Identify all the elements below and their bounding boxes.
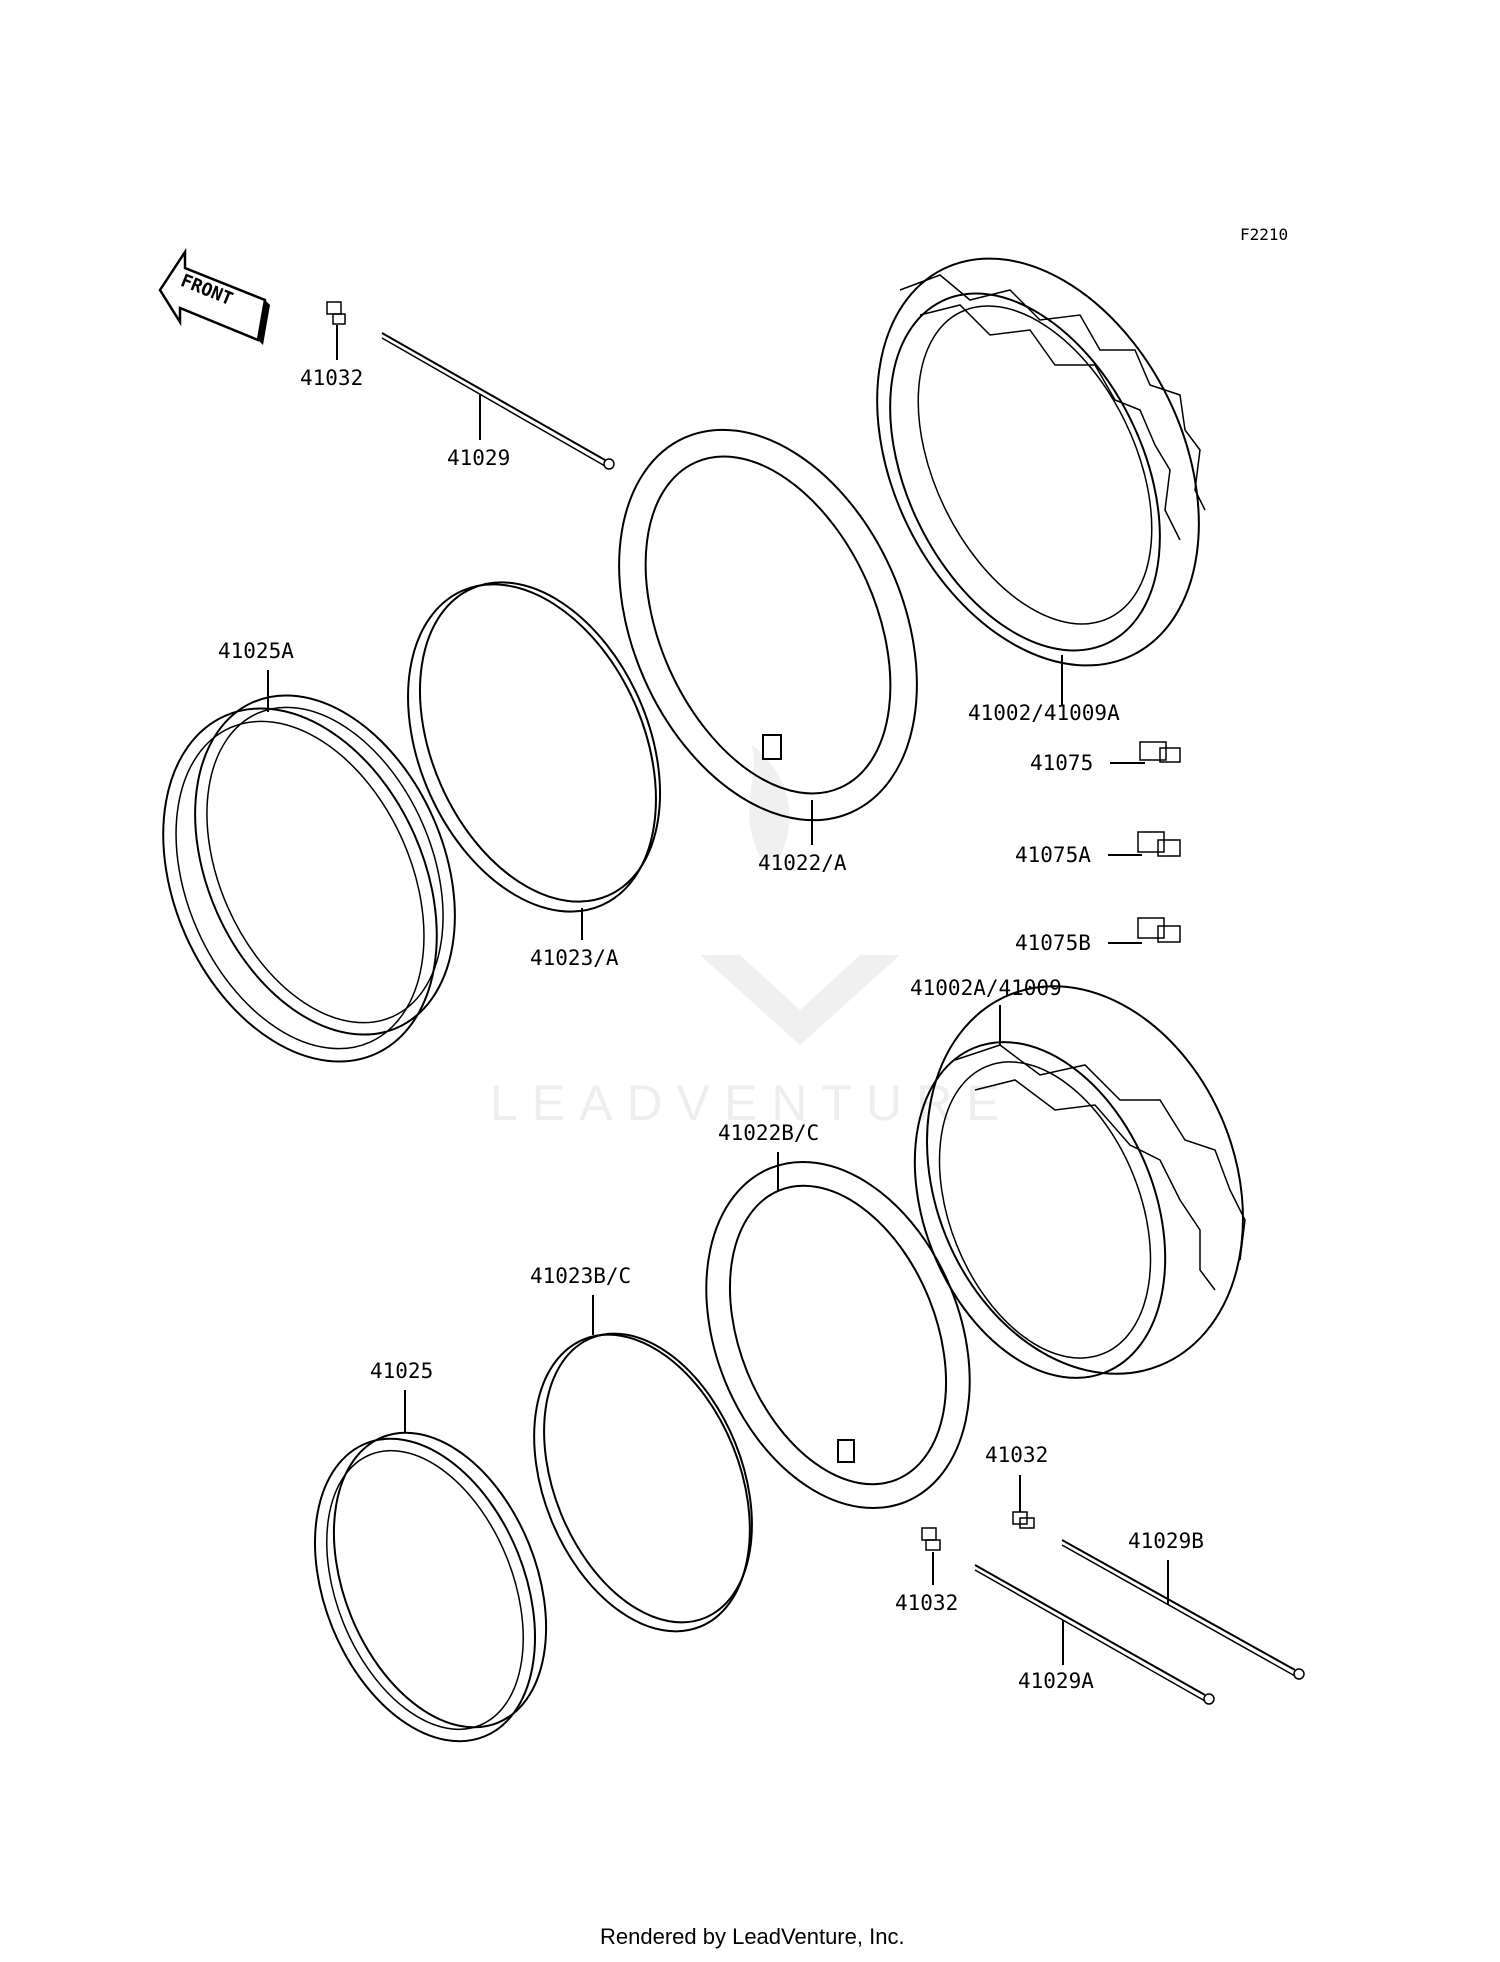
rear-rim — [314, 1390, 548, 1743]
watermark: LEADVENTURE — [490, 745, 1014, 1131]
part-label-41025A: 41025A — [218, 639, 294, 663]
valve-stem-icon — [326, 301, 346, 360]
valve-stem-icon — [1012, 1475, 1035, 1529]
valve-stem-icon — [921, 1527, 941, 1585]
part-label-41032-right: 41032 — [985, 1443, 1048, 1467]
part-label-41002-41009A: 41002/41009A — [968, 701, 1120, 725]
part-label-41023BC: 41023B/C — [530, 1264, 631, 1288]
part-label-41032-top: 41032 — [300, 366, 363, 390]
part-label-41023A: 41023/A — [530, 946, 619, 970]
valve-cap-icon — [1110, 741, 1181, 764]
part-label-41075: 41075 — [1030, 751, 1093, 775]
watermark-text: LEADVENTURE — [490, 1075, 1014, 1131]
spoke-icon — [974, 1564, 1215, 1705]
spoke-icon — [381, 332, 615, 470]
part-label-41075B: 41075B — [1015, 931, 1091, 955]
front-inner-tube — [618, 428, 918, 845]
part-label-41022BC: 41022B/C — [718, 1121, 819, 1145]
valve-cap-icon — [1108, 831, 1181, 857]
part-label-41029A: 41029A — [1018, 1669, 1094, 1693]
part-label-41029B: 41029B — [1128, 1529, 1204, 1553]
diagram-code: F2210 — [1240, 225, 1288, 244]
spoke-icon — [1061, 1539, 1305, 1680]
part-label-41022A: 41022/A — [758, 851, 847, 875]
front-tire — [876, 257, 1206, 705]
part-label-41075A: 41075A — [1015, 843, 1091, 867]
front-arrow-icon: FRONT — [158, 247, 270, 345]
part-label-41029: 41029 — [447, 446, 510, 470]
footer-credit: Rendered by LeadVenture, Inc. — [600, 1924, 905, 1949]
front-rim — [162, 670, 456, 1063]
rear-rim-band — [533, 1295, 753, 1633]
rear-inner-tube — [705, 1152, 971, 1510]
valve-cap-icon — [1108, 917, 1181, 944]
part-label-41032-bottom: 41032 — [895, 1591, 958, 1615]
rear-tire — [913, 985, 1246, 1379]
part-label-41025: 41025 — [370, 1359, 433, 1383]
front-rim-band — [407, 581, 662, 940]
